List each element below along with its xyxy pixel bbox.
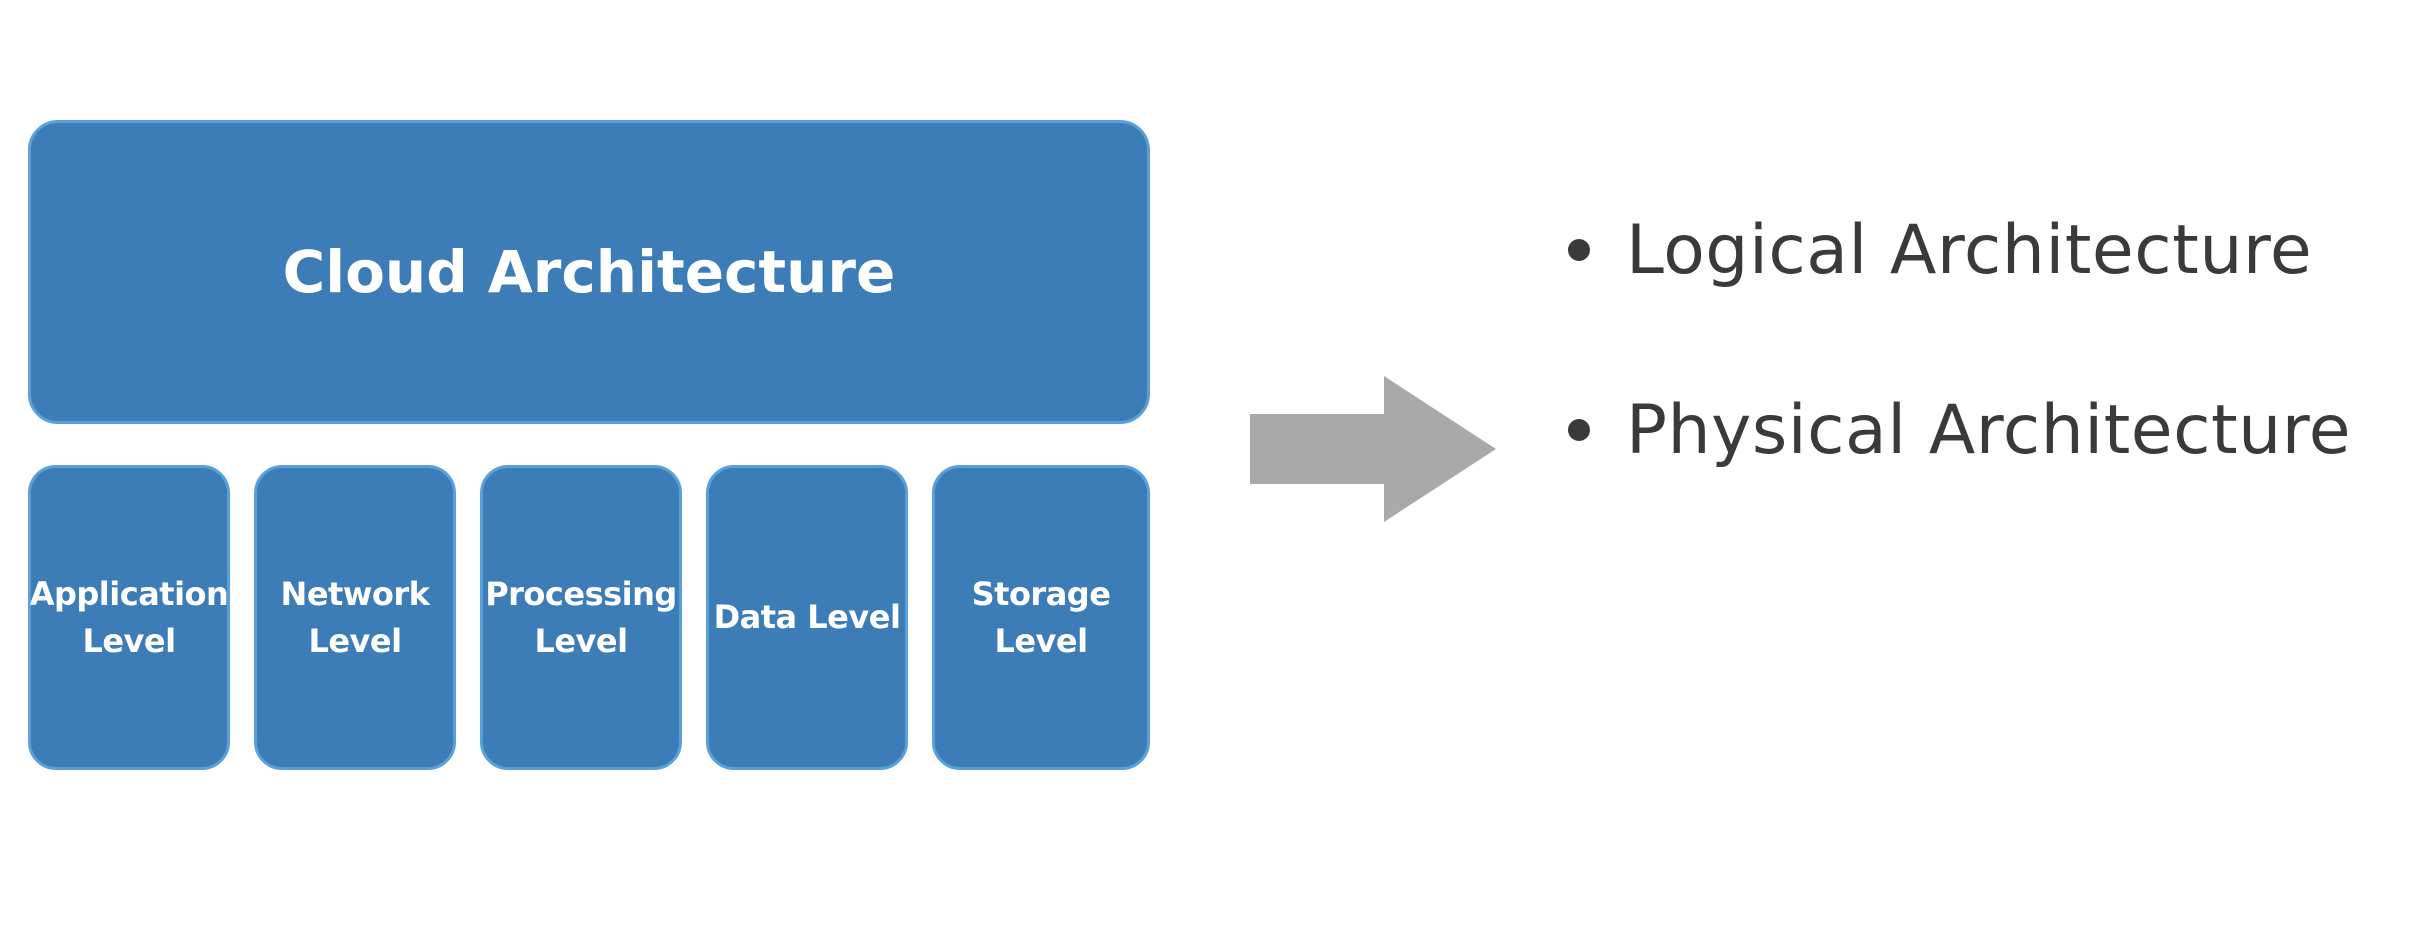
processing-level-label: Processing Level [485,575,677,660]
application-level-box: Application Level [28,465,230,770]
network-level-label: Network Level [280,575,430,660]
right-arrow-shape [1250,376,1496,522]
storage-level-label: Storage Level [971,575,1111,660]
architecture-types-list: Logical Architecture Physical Architectu… [1568,200,2351,560]
bullet-dot-icon [1568,419,1590,441]
processing-level-box: Processing Level [480,465,682,770]
right-arrow-icon [1250,376,1496,522]
list-item-logical-architecture: Logical Architecture [1568,200,2351,300]
cloud-architecture-box: Cloud Architecture [28,120,1150,424]
list-item-physical-architecture: Physical Architecture [1568,380,2351,480]
network-level-box: Network Level [254,465,456,770]
cloud-architecture-label: Cloud Architecture [282,238,896,306]
application-level-label: Application Level [29,575,229,660]
logical-architecture-text: Logical Architecture [1626,210,2313,290]
physical-architecture-text: Physical Architecture [1626,390,2352,470]
bullet-dot-icon [1568,239,1590,261]
storage-level-box: Storage Level [932,465,1150,770]
data-level-box: Data Level [706,465,908,770]
data-level-label: Data Level [713,598,901,637]
